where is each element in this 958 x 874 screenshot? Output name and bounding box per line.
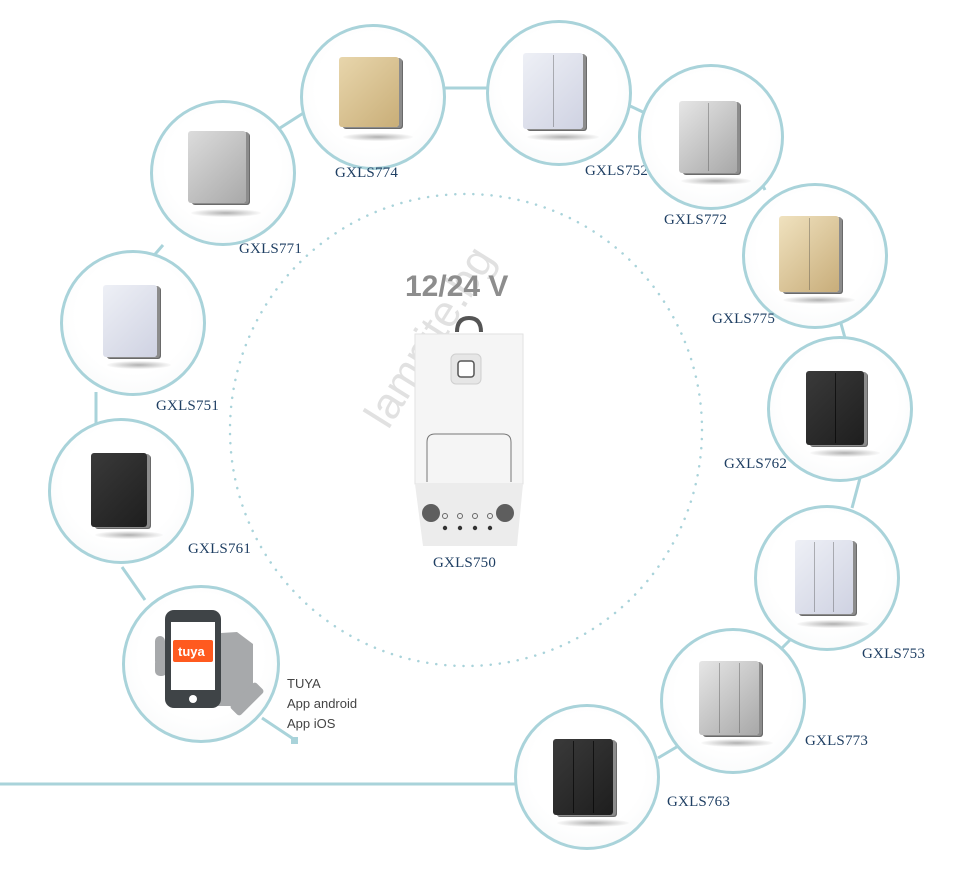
app-line-tuya: TUYA bbox=[287, 676, 321, 691]
switch-circle-gxls771[interactable] bbox=[150, 100, 296, 246]
switch-circle-gxls753[interactable] bbox=[754, 505, 900, 651]
gang-divider bbox=[739, 663, 740, 733]
model-label: GXLS772 bbox=[664, 212, 728, 228]
switch-circle-gxls774[interactable] bbox=[300, 24, 446, 170]
switch-plate-icon bbox=[699, 661, 759, 735]
gang-divider bbox=[573, 741, 574, 813]
switch-plate-icon bbox=[806, 371, 864, 445]
gang-divider bbox=[809, 218, 810, 290]
model-label: GXLS761 bbox=[188, 541, 252, 557]
model-label: GXLS751 bbox=[156, 398, 220, 414]
switch-circle-gxls772[interactable] bbox=[638, 64, 784, 210]
gang-divider bbox=[833, 542, 834, 612]
dotted-ring bbox=[228, 192, 704, 668]
gang-divider bbox=[708, 103, 709, 171]
connector-end-marker bbox=[291, 737, 298, 744]
device-model-label: GXLS750 bbox=[433, 555, 497, 571]
switch-plate-icon bbox=[188, 131, 246, 203]
switch-circle-gxls762[interactable] bbox=[767, 336, 913, 482]
tuya-logo bbox=[173, 640, 213, 662]
switch-circle-gxls773[interactable] bbox=[660, 628, 806, 774]
switch-circle-gxls751[interactable] bbox=[60, 250, 206, 396]
model-label: GXLS752 bbox=[585, 163, 649, 179]
plate-shadow bbox=[810, 449, 880, 457]
switch-circle-gxls775[interactable] bbox=[742, 183, 888, 329]
model-label: GXLS763 bbox=[667, 794, 731, 810]
gang-divider bbox=[593, 741, 594, 813]
tuya-logo-text: tuya bbox=[178, 644, 206, 659]
plate-shadow bbox=[701, 739, 773, 747]
model-label: GXLS774 bbox=[335, 165, 399, 181]
voltage-label: 12/24 V bbox=[405, 270, 509, 303]
plate-shadow bbox=[191, 209, 261, 217]
plate-shadow bbox=[343, 133, 413, 141]
connector-line bbox=[120, 566, 147, 601]
connector-line bbox=[261, 716, 296, 742]
plate-shadow bbox=[783, 296, 855, 304]
switch-circle-gxls761[interactable] bbox=[48, 418, 194, 564]
model-label: GXLS762 bbox=[724, 456, 788, 472]
switch-circle-gxls752[interactable] bbox=[486, 20, 632, 166]
plate-shadow bbox=[557, 819, 629, 827]
switch-plate-icon bbox=[779, 216, 839, 292]
model-label: GXLS753 bbox=[862, 646, 926, 662]
switch-plate-icon bbox=[679, 101, 737, 173]
connector-line bbox=[850, 477, 862, 509]
switch-plate-icon bbox=[523, 53, 583, 129]
plate-shadow bbox=[95, 531, 163, 539]
app-line-ios: App iOS bbox=[287, 716, 336, 731]
connector-line bbox=[279, 110, 306, 130]
plate-shadow bbox=[797, 620, 869, 628]
model-label: GXLS771 bbox=[239, 241, 303, 257]
switch-plate-icon bbox=[103, 285, 157, 357]
app-line-android: App android bbox=[287, 696, 358, 711]
switch-plate-icon bbox=[339, 57, 399, 127]
gang-divider bbox=[814, 542, 815, 612]
switch-plate-icon bbox=[91, 453, 147, 527]
gang-divider bbox=[835, 373, 836, 443]
gang-divider bbox=[719, 663, 720, 733]
plate-shadow bbox=[681, 177, 751, 185]
phone-in-hand-icon: tuya bbox=[155, 610, 264, 716]
switch-plate-icon bbox=[795, 540, 853, 614]
receiver-device-icon bbox=[414, 315, 524, 546]
model-label: GXLS773 bbox=[805, 733, 869, 749]
plate-shadow bbox=[527, 133, 599, 141]
plate-shadow bbox=[107, 361, 171, 369]
switch-circle-gxls763[interactable] bbox=[514, 704, 660, 850]
gang-divider bbox=[553, 55, 554, 127]
switch-plate-icon bbox=[553, 739, 613, 815]
model-label: GXLS775 bbox=[712, 311, 776, 327]
app-circle[interactable]: tuya bbox=[122, 585, 280, 743]
